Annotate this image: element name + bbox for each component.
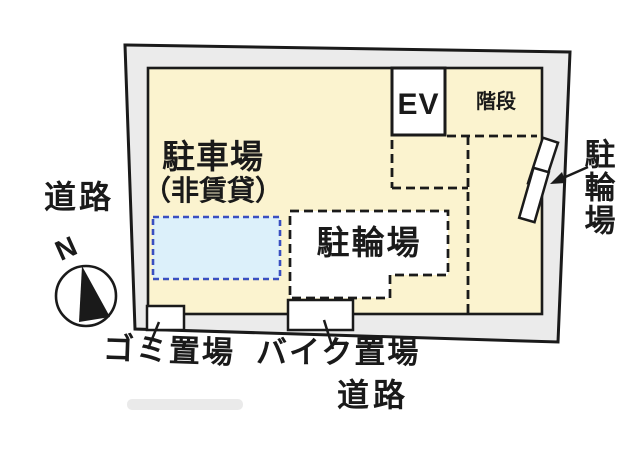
parking-lot-subtitle: （非賃貸） — [142, 174, 283, 206]
motorcycle-box — [286, 298, 355, 332]
elevator-box — [390, 66, 447, 137]
bike-rack-lower — [517, 166, 551, 224]
stairs-label: 階段 — [476, 91, 516, 113]
parking-space-rect — [151, 215, 282, 281]
road-label-bottom: 道路 — [337, 377, 410, 413]
garbage-box — [145, 304, 186, 332]
motorcycle-area-label: バイク置場 — [256, 335, 421, 370]
leader-line-motorcycle — [322, 319, 335, 350]
compass-needle-icon — [79, 266, 110, 322]
parking-lot-title: 駐車場 — [162, 138, 264, 175]
garbage-area-label: ゴミ置場 — [102, 330, 236, 371]
elevator-label: EV — [397, 88, 440, 121]
bicycle-area-label-right: 駐輪場 — [579, 138, 615, 237]
smudge-mark — [127, 399, 243, 410]
road-label-left: 道路 — [44, 179, 115, 215]
leader-line-garbage — [146, 321, 161, 350]
bicycle-area-outline — [288, 209, 450, 300]
bicycle-area-label-inner: 駐輪場 — [316, 224, 422, 261]
arrow-icon — [550, 172, 566, 184]
parking-lot-label: 駐車場 （非賃貸） — [133, 138, 293, 206]
